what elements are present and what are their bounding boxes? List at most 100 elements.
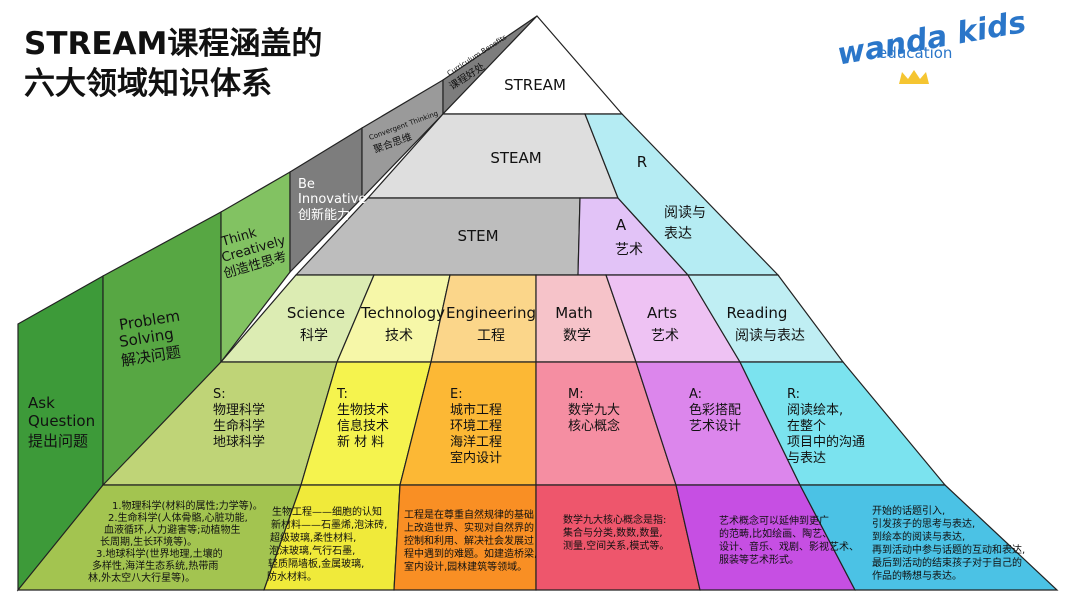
topic-line: 信息技术 xyxy=(337,418,389,434)
r-box-label-1: 阅读与 xyxy=(664,204,706,221)
engineering-cn-label: 工程 xyxy=(477,328,505,344)
topic-line: 环境工程 xyxy=(450,419,502,434)
stem-label: STEM xyxy=(457,227,498,245)
detail-line: 3.地球科学(世界地理,土壤的 xyxy=(96,547,223,560)
detail-line: 服装等艺术形式。 xyxy=(719,553,799,566)
science-cn-label: 科学 xyxy=(300,328,328,344)
detail-engineering-text: 工程是在尊重自然规律的基础 上改造世界、实现对自然界的 控制和利用、解决社会发展… xyxy=(404,508,537,573)
topic-line: 阅读绘本, xyxy=(787,403,843,418)
engineering-label: Engineering xyxy=(446,304,536,322)
reading-cn-label: 阅读与表达 xyxy=(735,327,805,344)
detail-line: 泡沫玻璃,气行石墨, xyxy=(269,544,355,557)
r-box-label-2: 表达 xyxy=(664,226,692,242)
detail-line: 工程是在尊重自然规律的基础 xyxy=(404,508,534,521)
arts-cn-label: 艺术 xyxy=(651,328,679,344)
detail-line: 生物工程——细胞的认知 xyxy=(272,505,382,518)
detail-line: 设计、音乐、戏剧、影视艺术、 xyxy=(719,540,859,553)
topic-line: E: xyxy=(450,387,463,402)
reading-label: Reading xyxy=(727,304,788,322)
ask-en-2: Question xyxy=(28,412,95,430)
detail-line: 超级玻璃,柔性材料, xyxy=(270,531,356,544)
detail-reading-text: 开始的话题引入, 引发孩子的思考与表达, 到绘本的阅读与表达, 再到活动中参与话… xyxy=(872,504,1025,582)
innovative-en-2: Innovative xyxy=(298,192,366,207)
science-label: Science xyxy=(287,304,345,322)
topic-line: 在整个 xyxy=(787,419,826,434)
detail-line: 到绘本的阅读与表达, xyxy=(872,530,965,543)
crown-icon xyxy=(899,70,929,84)
wanda-kids-logo: wanda kids education xyxy=(835,5,1029,84)
detail-line: 再到活动中参与话题的互动和表达, xyxy=(872,543,1025,556)
topic-line: 色彩搭配 xyxy=(689,402,741,418)
topic-line: 生命科学 xyxy=(213,418,265,434)
logo-name: wanda kids xyxy=(835,5,1029,73)
a-box-label: 艺术 xyxy=(615,242,643,258)
detail-line: 数学九大核心概念是指: xyxy=(563,513,666,526)
detail-line: 长周期,生长环境等)。 xyxy=(100,535,197,548)
r-box-letter: R xyxy=(637,153,647,171)
detail-line: 的范畴,比如绘画、陶艺、 xyxy=(719,527,832,540)
topic-line: 项目中的沟通 xyxy=(787,434,865,450)
detail-line: 防水材料。 xyxy=(267,570,317,583)
detail-arts-text: 艺术概念可以延伸到更广 的范畴,比如绘画、陶艺、 设计、音乐、戏剧、影视艺术、 … xyxy=(719,514,859,566)
ask-en-1: Ask xyxy=(28,394,55,412)
logo-sub: education xyxy=(878,44,952,62)
topic-line: 新 材 料 xyxy=(337,434,384,450)
topic-arts-text: A: 色彩搭配 艺术设计 xyxy=(689,387,741,434)
detail-reading-cell xyxy=(799,484,1059,591)
innovative-cn: 创新能力 xyxy=(298,207,350,223)
topic-line: T: xyxy=(336,387,348,402)
detail-line: 血液循环,人力避害等;动植物生 xyxy=(104,523,241,536)
stream-label: STREAM xyxy=(504,76,566,94)
topic-line: 海洋工程 xyxy=(450,435,502,450)
detail-line: 林,外太空八大行星等)。 xyxy=(88,571,195,584)
topic-technology-text: T: 生物技术 信息技术 新 材 料 xyxy=(336,387,389,450)
technology-cn-label: 技术 xyxy=(385,328,413,344)
topic-science-text: S: 物理科学 生命科学 地球科学 xyxy=(213,387,265,450)
topic-line: 城市工程 xyxy=(450,402,502,418)
detail-line: 轻质隔墙板,金属玻璃, xyxy=(268,557,364,570)
ask-cn: 提出问题 xyxy=(28,432,88,450)
steam-label: STEAM xyxy=(490,149,541,167)
detail-line: 开始的话题引入, xyxy=(872,504,945,517)
detail-line: 1.物理科学(材料的属性;力学等)。 xyxy=(112,499,263,512)
topic-engineering-text: E: 城市工程 环境工程 海洋工程 室内设计 xyxy=(450,387,502,466)
technology-label: Technology xyxy=(360,304,445,322)
topic-math-text: M: 数学九大 核心概念 xyxy=(568,387,620,434)
innovative-en-1: Be xyxy=(298,177,315,192)
topic-line: 地球科学 xyxy=(213,434,265,450)
topic-line: 艺术设计 xyxy=(689,419,741,434)
topic-line: 与表达 xyxy=(787,451,826,466)
detail-math-text: 数学九大核心概念是指: 集合与分类,数数,数量, 测量,空间关系,模式等。 xyxy=(563,513,669,552)
detail-line: 多样性,海洋生态系统,热带雨 xyxy=(92,559,218,572)
a-box-letter: A xyxy=(616,216,627,234)
detail-line: 控制和利用、解决社会发展过 xyxy=(404,534,534,547)
detail-line: 新材料——石墨烯,泡沫砖, xyxy=(271,518,387,531)
topic-line: S: xyxy=(213,387,226,402)
topic-line: A: xyxy=(689,387,702,402)
arts-label: Arts xyxy=(647,304,677,322)
topic-line: 室内设计 xyxy=(450,450,502,466)
detail-line: 引发孩子的思考与表达, xyxy=(872,517,975,530)
topic-line: 数学九大 xyxy=(568,402,620,418)
title-line-2: 六大领域知识体系 xyxy=(24,66,272,102)
detail-line: 2.生命科学(人体骨骼,心脏功能, xyxy=(108,511,248,524)
detail-line: 最后到活动的结束孩子对于自己的 xyxy=(872,556,1022,569)
title-line-1: STREAM课程涵盖的 xyxy=(24,26,322,62)
detail-line: 室内设计,园林建筑等领域。 xyxy=(404,560,527,573)
topic-line: R: xyxy=(787,387,800,402)
detail-line: 测量,空间关系,模式等。 xyxy=(563,539,669,552)
detail-line: 上改造世界、实现对自然界的 xyxy=(404,521,534,534)
topic-reading-text: R: 阅读绘本, 在整个 项目中的沟通 与表达 xyxy=(787,387,865,466)
topic-line: 生物技术 xyxy=(337,403,389,418)
topic-line: 物理科学 xyxy=(213,402,265,418)
math-label: Math xyxy=(555,304,593,322)
detail-line: 作品的畅想与表达。 xyxy=(872,569,962,582)
math-cn-label: 数学 xyxy=(563,328,591,344)
topic-line: M: xyxy=(568,387,584,402)
detail-science-text: 1.物理科学(材料的属性;力学等)。 2.生命科学(人体骨骼,心脏功能, 血液循… xyxy=(88,499,263,584)
detail-technology-text: 生物工程——细胞的认知 新材料——石墨烯,泡沫砖, 超级玻璃,柔性材料, 泡沫玻… xyxy=(267,505,387,583)
topic-line: 核心概念 xyxy=(568,418,620,434)
detail-line: 集合与分类,数数,数量, xyxy=(563,526,663,539)
detail-line: 程中遇到的难题。如建造桥梁, xyxy=(404,547,537,560)
